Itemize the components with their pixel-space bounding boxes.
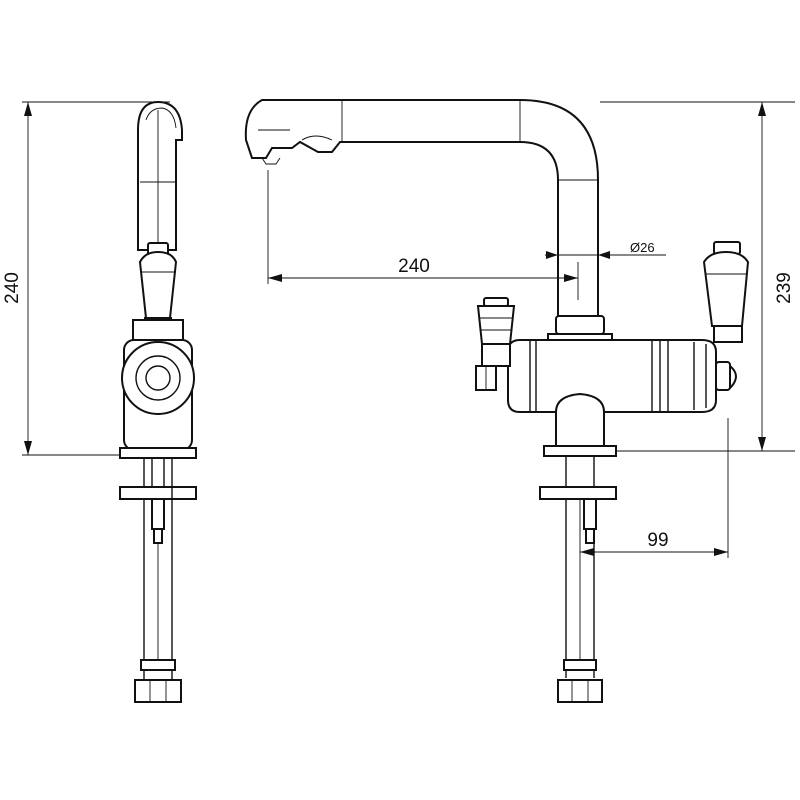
front-mounting bbox=[539, 456, 617, 703]
front-mixer-body bbox=[507, 339, 737, 413]
front-base bbox=[543, 392, 795, 457]
front-left-valve bbox=[475, 297, 516, 391]
handle-offset-dimension: 99 bbox=[580, 418, 729, 558]
front-height-dimension: 239 bbox=[758, 102, 795, 451]
side-spout bbox=[137, 100, 183, 251]
front-height-label: 239 bbox=[774, 272, 795, 304]
side-body bbox=[119, 319, 197, 459]
pipe-diameter-dimension: Ø26 bbox=[545, 240, 666, 259]
side-view: 240 bbox=[2, 100, 197, 703]
side-mounting bbox=[119, 458, 197, 703]
front-right-lever bbox=[702, 241, 750, 343]
spout-reach-label: 240 bbox=[398, 256, 430, 277]
front-spout bbox=[244, 99, 599, 319]
side-lever-handle bbox=[138, 242, 178, 333]
handle-offset-label: 99 bbox=[647, 530, 668, 551]
pipe-diameter-label: Ø26 bbox=[630, 240, 655, 255]
spout-reach-dimension: 240 bbox=[267, 170, 579, 300]
front-view: 240 Ø26 bbox=[244, 99, 795, 703]
side-height-label: 240 bbox=[2, 272, 23, 304]
side-height-dimension: 240 bbox=[2, 101, 170, 456]
